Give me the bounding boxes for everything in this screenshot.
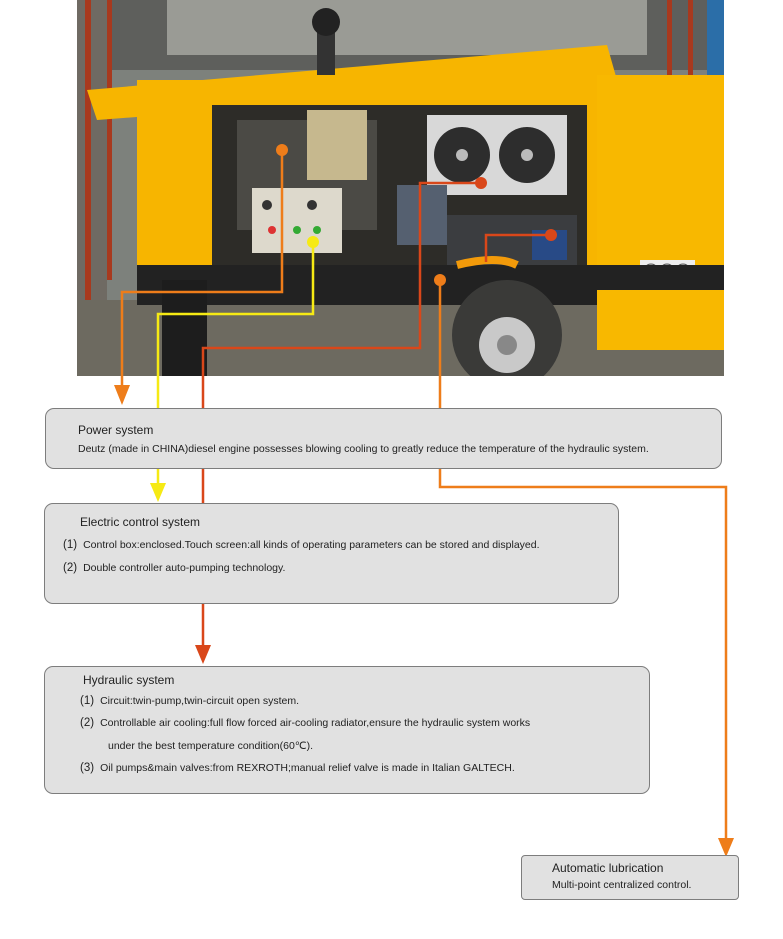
power-system-box: Power system Deutz (made in CHINA)diesel… — [45, 408, 722, 469]
power-system-title: Power system — [78, 423, 154, 437]
item-number: (1) — [80, 695, 95, 707]
item-number: (2) — [80, 717, 95, 729]
electric-control-title: Electric control system — [80, 515, 201, 529]
automatic-lubrication-text: Multi-point centralized control. — [552, 879, 692, 891]
electric-control-box: Electric control system (1) Control box:e… — [44, 503, 619, 604]
hydraulic-system-box: Hydraulic system (1) Circuit:twin-pump,tw… — [44, 666, 650, 794]
item-text: Double controller auto-pumping technolog… — [83, 562, 286, 574]
item-text: Controllable air cooling:full flow force… — [100, 717, 531, 729]
electric-item-2: (2) Double controller auto-pumping techno… — [63, 562, 285, 574]
automatic-lubrication-title: Automatic lubrication — [552, 861, 664, 875]
item-text: Control box:enclosed.Touch screen:all ki… — [83, 539, 540, 551]
hydraulic-system-title: Hydraulic system — [83, 673, 175, 687]
item-number: (1) — [63, 539, 78, 551]
machine-photo — [77, 0, 724, 376]
electric-item-1: (1) Control box:enclosed.Touch screen:all… — [63, 539, 540, 551]
power-system-text: Deutz (made in CHINA)diesel engine posse… — [78, 443, 649, 455]
item-text: Circuit:twin-pump,twin-circuit open syst… — [100, 695, 300, 707]
hydraulic-item-2-continued: under the best temperature condition(60℃… — [108, 740, 313, 752]
electric-arrow-icon — [150, 483, 166, 502]
hydraulic-item-3: (3) Oil pumps&main valves:from REXROTH;ma… — [80, 762, 515, 774]
hydraulic-item-2: (2) Controllable air cooling:full flow fo… — [80, 717, 530, 729]
item-text: Oil pumps&main valves:from REXROTH;manua… — [100, 762, 515, 774]
power-arrow-icon — [114, 385, 130, 405]
item-number: (3) — [80, 762, 95, 774]
hydraulic-item-1: (1) Circuit:twin-pump,twin-circuit open s… — [80, 695, 299, 707]
automatic-lubrication-box: Automatic lubrication Multi-point centra… — [521, 855, 739, 900]
trailer-concrete-pump-icon — [77, 0, 724, 376]
hydraulic-arrow-icon — [195, 645, 211, 664]
item-number: (2) — [63, 562, 78, 574]
